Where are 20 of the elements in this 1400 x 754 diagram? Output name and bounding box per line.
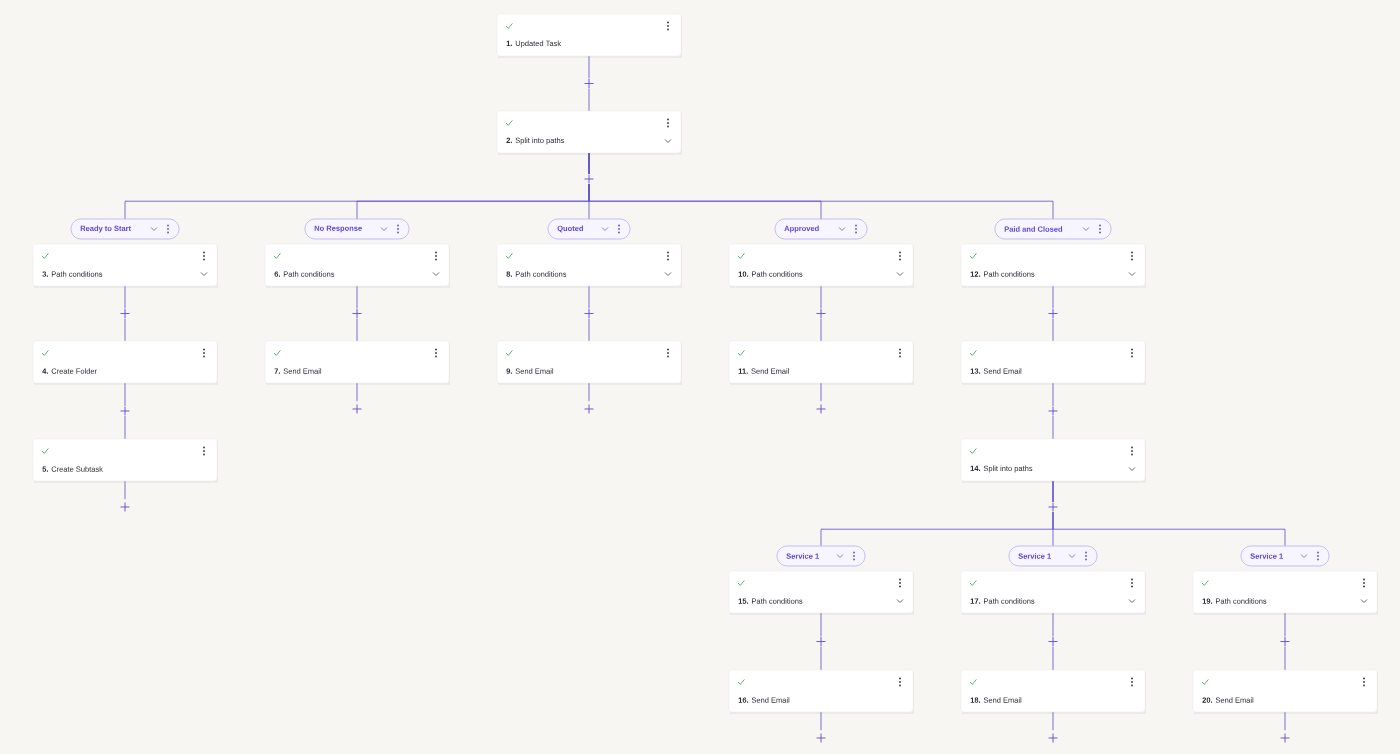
connector	[820, 612, 822, 671]
connector	[1052, 285, 1054, 342]
connector	[820, 711, 822, 731]
connector	[1052, 382, 1054, 440]
connector	[588, 382, 590, 402]
connector	[1052, 480, 1286, 546]
connector	[1284, 612, 1286, 671]
connector	[588, 152, 1054, 219]
connector	[588, 285, 590, 342]
connector	[820, 382, 822, 402]
connector	[820, 285, 822, 342]
connector	[1284, 711, 1286, 731]
connector	[1052, 711, 1054, 731]
connector	[356, 285, 358, 342]
connector	[124, 285, 126, 342]
connector	[124, 480, 126, 500]
connector	[356, 382, 358, 402]
connector	[124, 382, 126, 440]
connector	[588, 55, 590, 112]
connector	[1052, 612, 1054, 671]
